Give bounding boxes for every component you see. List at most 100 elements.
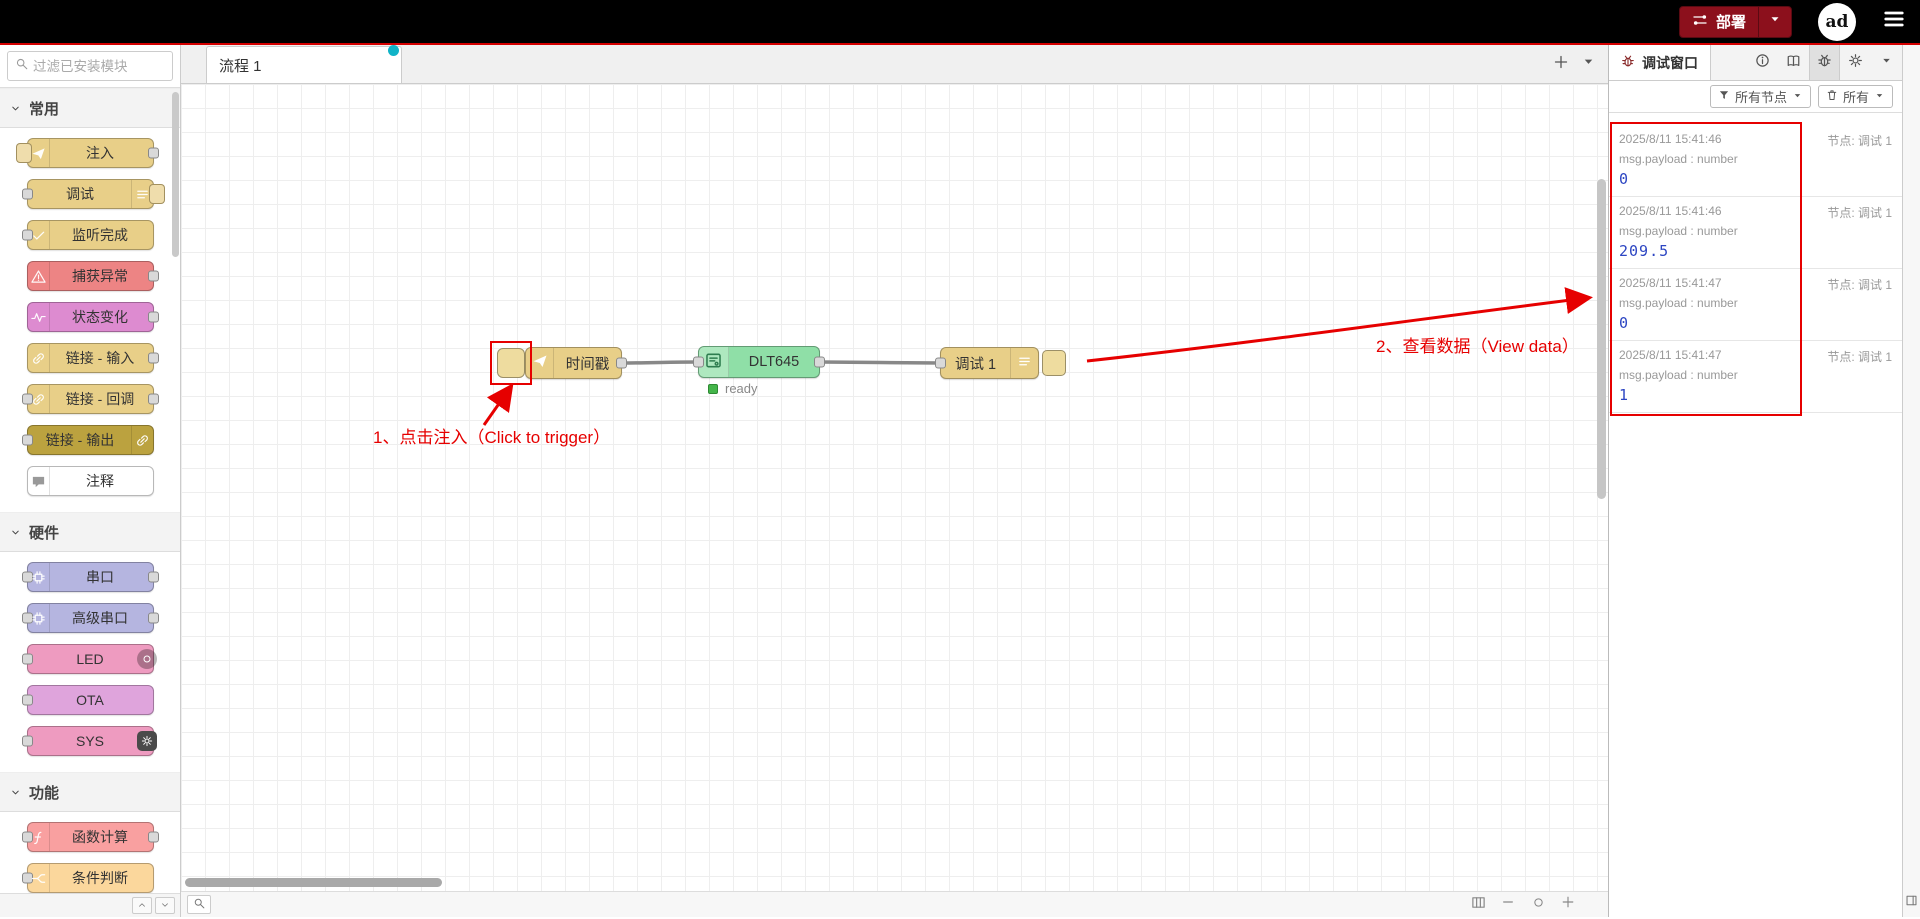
book-icon [1787,54,1800,66]
palette-footer [0,893,180,917]
node-port-left[interactable] [21,188,33,200]
palette-search [0,45,180,88]
palette-node-complete[interactable]: 监听完成 [21,220,154,250]
filter-nodes-button[interactable]: 所有节点 [1709,85,1811,108]
flow-node-inject[interactable]: 时间戳 [525,347,627,379]
node-port-right[interactable] [814,356,825,368]
flow-node-dlt645[interactable]: DLT645 [693,346,825,378]
debug-toggle-button[interactable] [1042,350,1066,376]
tab-info-button[interactable] [1747,45,1778,80]
chevron-up-icon [139,902,145,907]
palette-node-switch[interactable]: 条件判断 [21,863,154,893]
node-port-left[interactable] [21,229,33,241]
link-icon [130,426,153,454]
node-port-left[interactable] [693,356,704,368]
node-port-left[interactable] [21,831,33,843]
navigator-toggle-button[interactable] [1466,895,1490,914]
palette-node-comment[interactable]: 注释 [26,466,154,496]
debug-message-value[interactable]: 0 [1619,314,1630,332]
palette-search-input[interactable] [33,58,165,74]
node-port-left[interactable] [21,612,33,624]
zoom-reset-button[interactable] [1526,895,1550,914]
palette-node-sys[interactable]: SYS [21,726,157,756]
tab-config-button[interactable] [1840,45,1871,80]
tab-debug-button[interactable] [1809,45,1840,80]
palette-node-serial[interactable]: 串口 [21,562,159,592]
node-port-left[interactable] [21,571,33,583]
palette-node-status[interactable]: 状态变化 [26,302,159,332]
bug-icon [1817,53,1832,73]
flow-list-button[interactable] [1581,54,1596,74]
palette-node-link-out[interactable]: 链接 - 输出 [21,425,154,455]
main-menu-button[interactable] [1882,7,1906,36]
tab-help-button[interactable] [1778,45,1809,80]
debug-message-value[interactable]: 1 [1619,386,1630,404]
node-port-right[interactable] [147,571,159,583]
node-port-right[interactable] [147,311,159,323]
filter-icon [1718,89,1730,104]
clear-messages-button[interactable]: 所有 [1817,85,1893,108]
node-port-left[interactable] [21,653,33,665]
flow-tab[interactable]: 流程 1 [206,45,402,83]
sidebar-collapse-button[interactable] [1905,894,1918,912]
debug-message-value[interactable]: 0 [1619,170,1630,188]
zoom-out-button[interactable] [1496,895,1520,914]
sidebar-menu-button[interactable] [1871,45,1902,80]
flow-node-debug[interactable]: 调试 1 [935,347,1039,379]
node-port-right[interactable] [147,393,159,405]
gear-badge [136,731,157,751]
palette-search-box[interactable] [7,51,173,81]
node-port-right[interactable] [147,270,159,282]
palette-category-header[interactable]: 常用 [0,88,180,128]
palette-category-header[interactable]: 硬件 [0,512,180,552]
dlt645-status-text: ready [725,381,758,396]
node-port-left[interactable] [21,735,33,747]
node-port-right[interactable] [616,357,627,369]
node-port-left[interactable] [21,434,33,446]
node-port-left[interactable] [21,694,33,706]
user-avatar[interactable]: ad [1818,2,1856,41]
palette-category-header[interactable]: 功能 [0,772,180,812]
deploy-main[interactable]: 部署 [1680,6,1759,37]
palette-node-debug[interactable]: 调试 [21,179,165,209]
node-port-right[interactable] [147,352,159,364]
hscroll-thumb[interactable] [185,878,442,887]
node-port-right[interactable] [147,147,159,159]
deploy-button[interactable]: 部署 [1678,5,1792,38]
palette-expand-all-button[interactable] [155,897,175,914]
debug-message-value[interactable]: 209.5 [1619,242,1670,260]
node-port-right[interactable] [147,612,159,624]
lines-icon [1019,357,1030,365]
func-icon [33,831,41,844]
palette-node-inject[interactable]: 注入 [15,138,159,168]
palette-node-catch[interactable]: 捕获异常 [26,261,159,291]
deploy-options-button[interactable] [1759,7,1791,37]
canvas-vertical-scrollbar[interactable] [1596,84,1606,875]
add-flow-button[interactable] [1553,54,1569,75]
node-port-left[interactable] [21,393,33,405]
palette-node-link-call[interactable]: 链接 - 回调 [21,384,159,414]
circle-icon [1532,896,1545,914]
palette-scrollbar-thumb[interactable] [172,92,179,257]
tab-debug-window[interactable]: 调试窗口 [1609,45,1711,80]
lines-icon [136,190,148,198]
palette-node-led[interactable]: LED [21,644,157,674]
zoom-in-button[interactable] [1556,895,1580,914]
flow-canvas[interactable]: 时间戳 DLT645 ready 调试 1 1、点击注入（Click to tr [181,84,1608,891]
inject-trigger-button[interactable] [497,348,525,378]
palette-node-link-in[interactable]: 链接 - 输入 [26,343,159,373]
palette-node-ota[interactable]: OTA [21,685,154,715]
debug-message-property: msg.payload : number [1619,224,1738,238]
palette-collapse-all-button[interactable] [132,897,152,914]
canvas-horizontal-scrollbar[interactable] [181,878,1592,888]
node-port-right[interactable] [147,831,159,843]
palette-node-function[interactable]: 函数计算 [21,822,159,852]
node-port-left[interactable] [935,357,946,369]
palette-node-serial-adv[interactable]: 高级串口 [21,603,159,633]
vscroll-thumb[interactable] [1597,179,1606,499]
canvas-search-button[interactable] [187,895,211,914]
